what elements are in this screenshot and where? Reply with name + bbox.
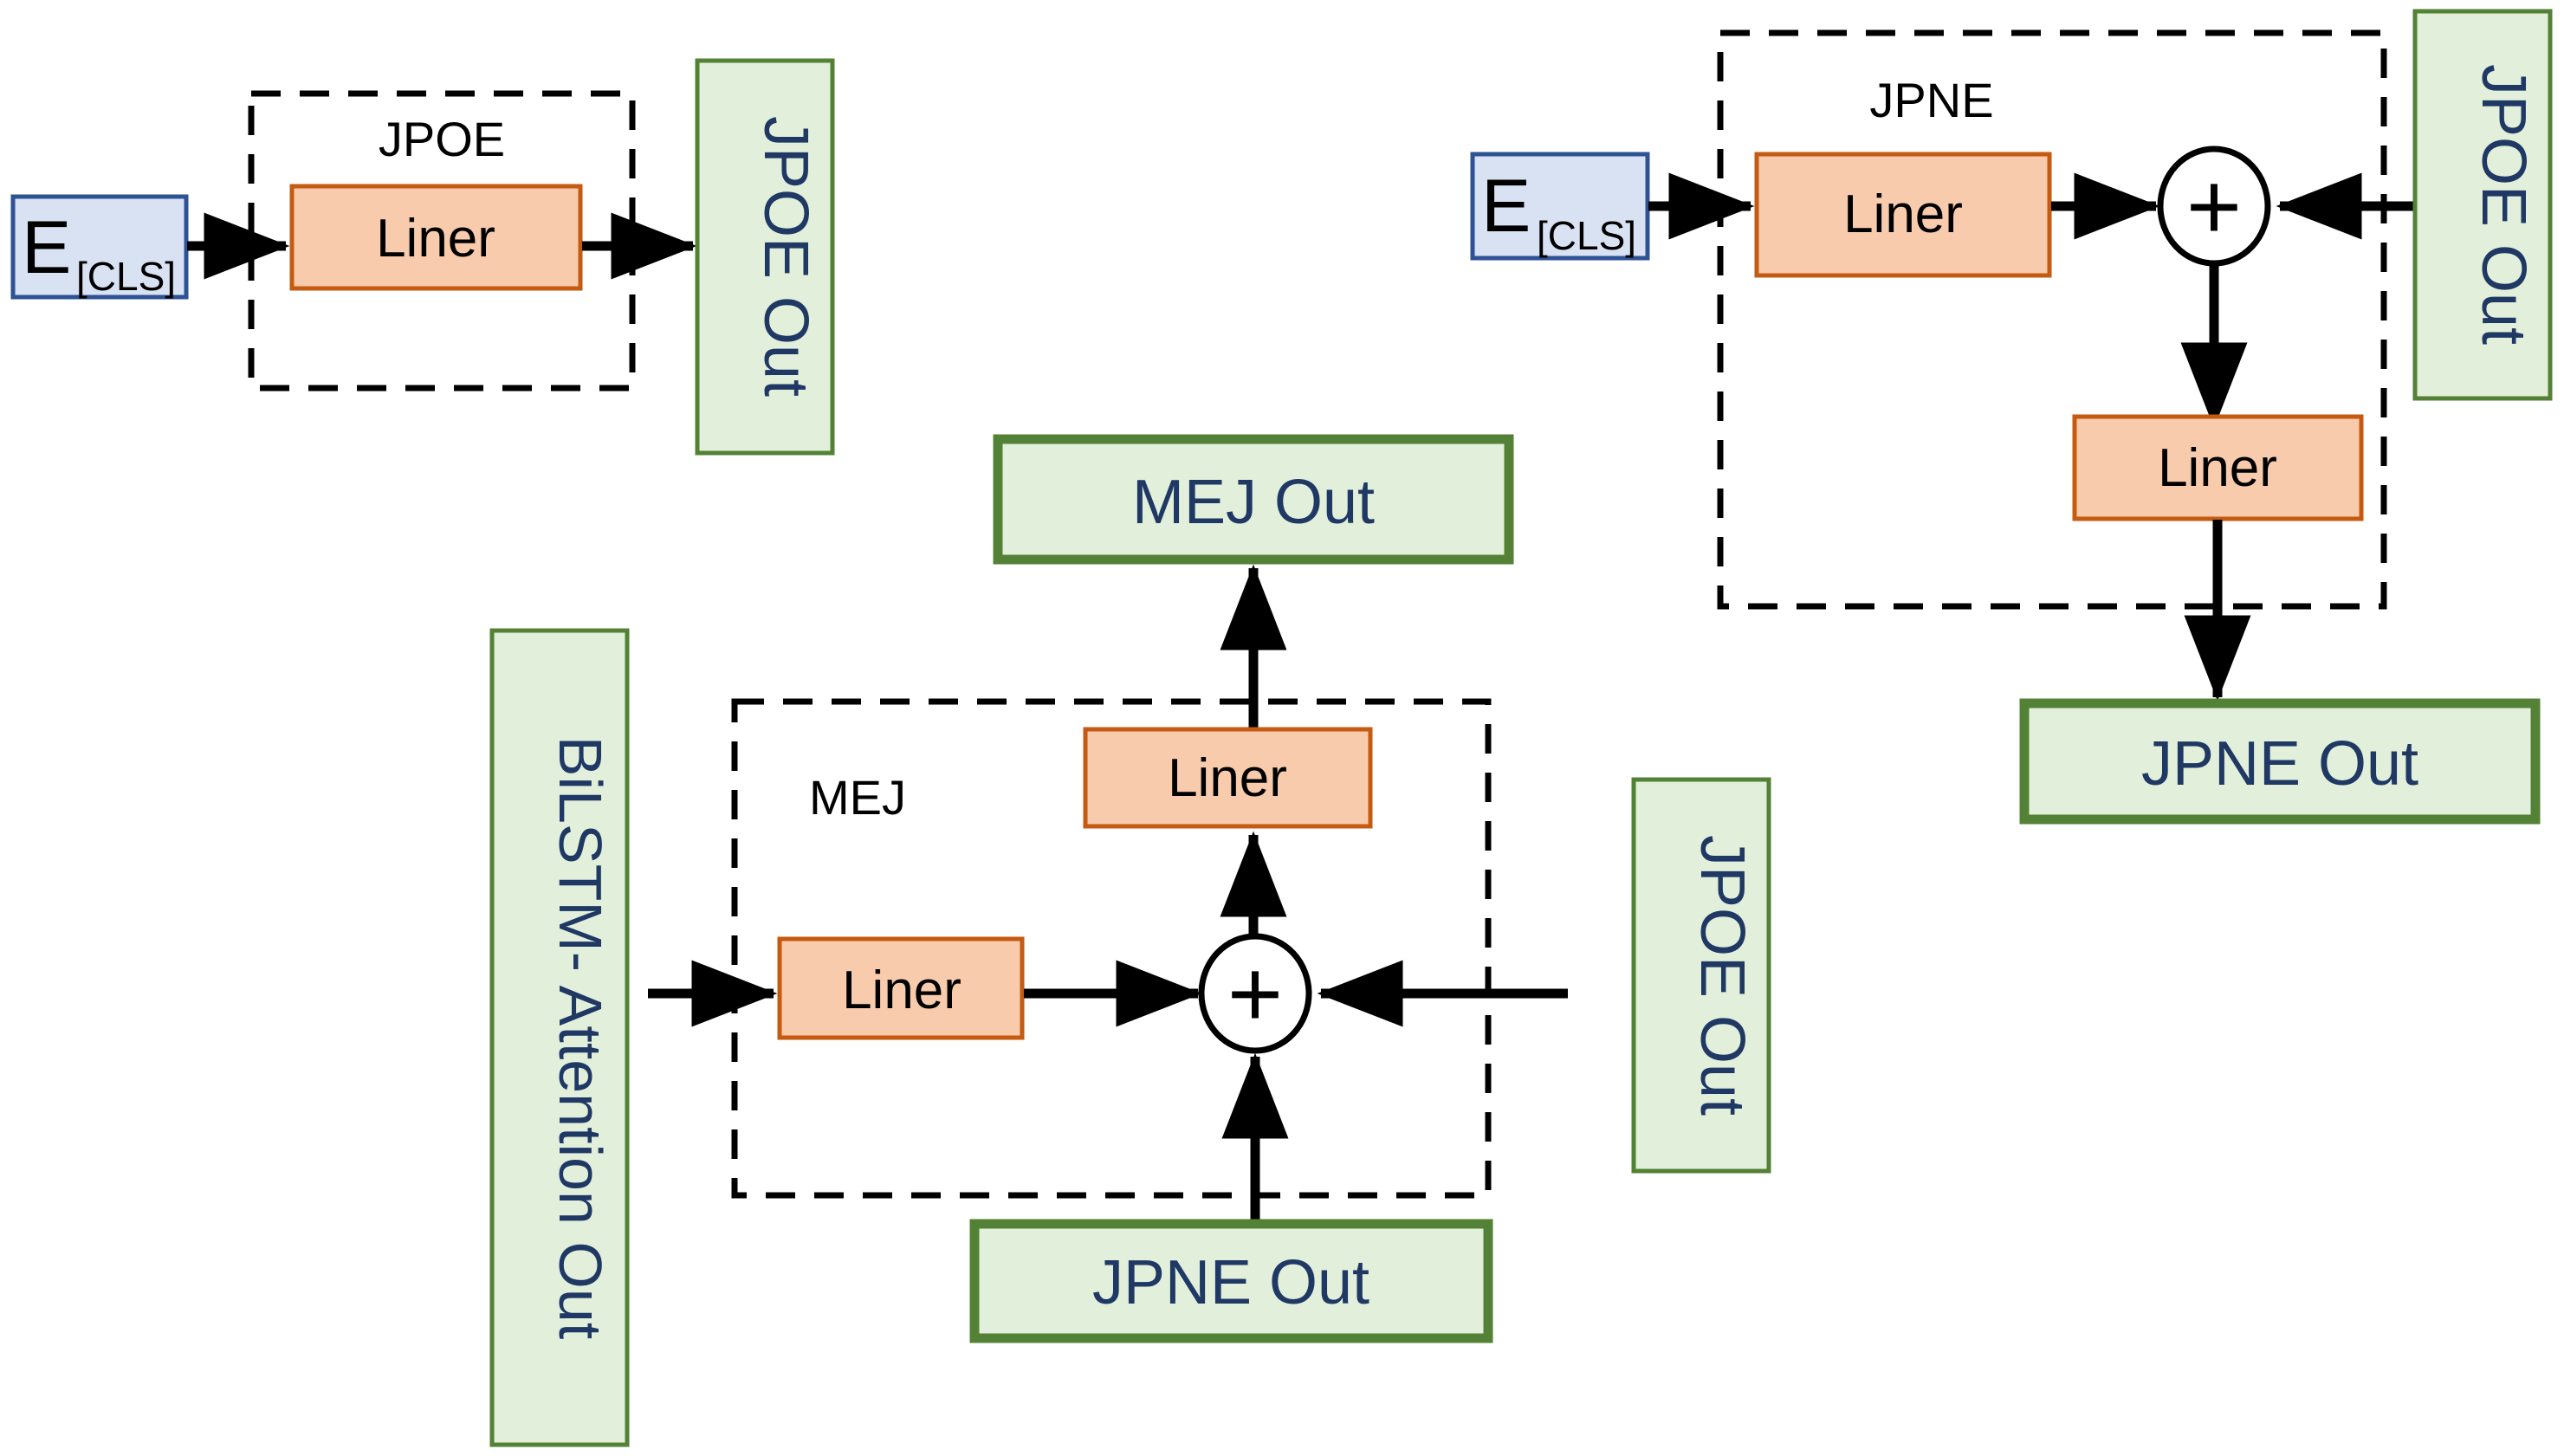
jpoe-liner-rect (289, 184, 583, 291)
jpoe-output-label: JPOE Out (751, 116, 820, 397)
mej-left-input-bilstm-box: BiLSTM- Attention Out (489, 628, 630, 1447)
jpoe-output-box: JPOE Out (695, 58, 835, 456)
mej-output-box: MEJ Out (993, 434, 1514, 565)
mej-liner-rect-top (1083, 727, 1373, 829)
jpne-add-symbol: + (2186, 153, 2242, 260)
jpoe-module-group: JPOE E [CLS] Liner JPOE Out (10, 58, 835, 456)
mej-liner-label-top: Liner (1168, 748, 1287, 808)
jpne-input-label: E (1481, 165, 1531, 248)
jpne-module-group: JPNE E [CLS] Liner + (1470, 9, 2553, 825)
jpoe-liner-label: Liner (376, 209, 495, 269)
jpne-input-rect (1470, 152, 1650, 261)
mej-right-input-label: JPOE Out (1687, 835, 1757, 1116)
mej-right-input-rect (1631, 777, 1771, 1174)
jpne-side-input-jpoe-out-box: JPOE Out (2412, 9, 2553, 401)
mej-liner-box-bottom: Liner (777, 936, 1025, 1040)
mej-bottom-input-label: JPNE Out (1092, 1248, 1369, 1317)
jpne-input-embedding-box: E [CLS] (1470, 152, 1650, 261)
jpne-add-circle (2157, 146, 2271, 267)
jpne-output-box: JPNE Out (2019, 698, 2541, 825)
mej-liner-rect-bottom (777, 936, 1025, 1040)
mej-add-circle (1198, 933, 1312, 1054)
mej-liner-box-top: Liner (1083, 727, 1373, 829)
mej-module-group: MEJ MEJ Out Liner Liner (489, 434, 1771, 1447)
jpne-liner-box-2: Liner (2072, 414, 2364, 521)
jpne-output-rect (2019, 698, 2541, 825)
jpne-input-subscript: [CLS] (1537, 213, 1636, 258)
jpne-liner-rect-1 (1754, 152, 2052, 278)
mej-module-title: MEJ (809, 770, 906, 825)
mej-output-label: MEJ Out (1132, 468, 1375, 537)
jpoe-liner-box: Liner (289, 184, 583, 291)
jpoe-input-subscript: [CLS] (76, 254, 176, 299)
mej-bottom-input-jpne-out-box: JPNE Out (969, 1219, 1493, 1343)
mej-add-symbol: + (1227, 941, 1283, 1047)
jpoe-input-label: E (22, 206, 71, 289)
jpne-liner-label-2: Liner (2158, 438, 2277, 498)
jpne-side-input-label: JPOE Out (2469, 64, 2538, 345)
jpoe-input-embedding-box: E [CLS] (10, 194, 189, 300)
jpne-side-input-rect (2412, 9, 2553, 401)
jpne-liner-rect-2 (2072, 414, 2364, 521)
jpne-module-dashed-border (1717, 29, 2387, 610)
jpne-output-label: JPNE Out (2141, 729, 2418, 799)
jpne-add-operator: + (2157, 146, 2271, 267)
mej-add-operator: + (1198, 933, 1312, 1054)
jpoe-module-title: JPOE (379, 112, 505, 166)
mej-right-input-jpoe-out-box: JPOE Out (1631, 777, 1771, 1174)
jpne-liner-label-1: Liner (1843, 184, 1963, 244)
jpne-liner-box-1: Liner (1754, 152, 2052, 278)
mej-left-input-label: BiLSTM- Attention Out (547, 736, 614, 1339)
mej-module-dashed-border (731, 698, 1492, 1199)
jpoe-output-rect (695, 58, 835, 456)
mej-bottom-input-rect (969, 1219, 1493, 1343)
mej-left-input-rect (489, 628, 630, 1447)
mej-output-rect (993, 434, 1514, 565)
jpne-module-title: JPNE (1869, 73, 1993, 127)
jpoe-input-rect (10, 194, 189, 300)
mej-liner-label-bottom: Liner (842, 961, 962, 1020)
